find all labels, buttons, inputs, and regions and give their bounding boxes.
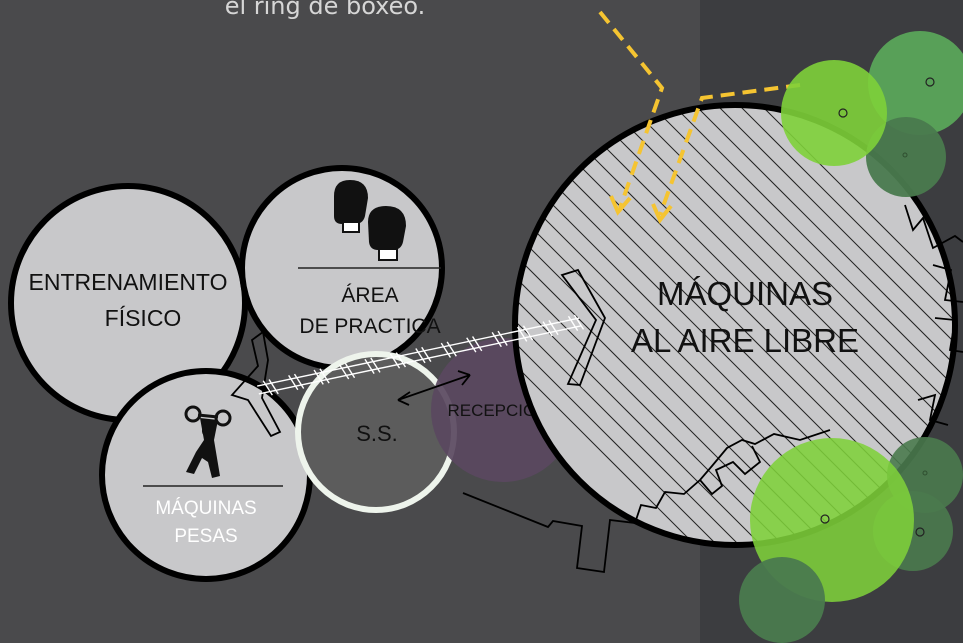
ss-label: S.S. bbox=[356, 421, 398, 446]
arrow-heads bbox=[609, 195, 673, 224]
zone-area-practica: ÁREA DE PRACTICA bbox=[239, 165, 445, 371]
recepcion-label: RECEPCIÓN bbox=[447, 401, 548, 420]
entrenamiento-line1: ENTRENAMIENTO bbox=[29, 269, 228, 295]
zone-ss: S.S. bbox=[295, 351, 457, 513]
zone-maquinas-pesas: MÁQUINAS PESAS bbox=[99, 368, 313, 582]
tree-cluster-top bbox=[781, 31, 963, 197]
maquinas-pesas-line1: MÁQUINAS bbox=[155, 498, 256, 519]
weightlifter-icon bbox=[184, 405, 232, 478]
corridor-marks bbox=[257, 314, 585, 396]
aire-libre-line1: MÁQUINAS bbox=[657, 275, 833, 312]
entry-arrows bbox=[598, 10, 801, 216]
area-practica-line1: ÁREA bbox=[341, 284, 398, 307]
area-practica-line2: DE PRACTICA bbox=[299, 315, 440, 338]
tree-cluster-bottom bbox=[739, 437, 963, 643]
entrenamiento-line2: FÍSICO bbox=[105, 305, 182, 331]
wall-outlines bbox=[230, 204, 963, 574]
boxing-gloves-icon bbox=[334, 180, 406, 261]
maquinas-pesas-line2: PESAS bbox=[174, 526, 237, 547]
caption-text: el ring de boxeo. bbox=[224, 0, 426, 20]
zone-entrenamiento-fisico: ENTRENAMIENTO FÍSICO bbox=[8, 183, 248, 423]
aire-libre-line2: AL AIRE LIBRE bbox=[631, 322, 859, 359]
